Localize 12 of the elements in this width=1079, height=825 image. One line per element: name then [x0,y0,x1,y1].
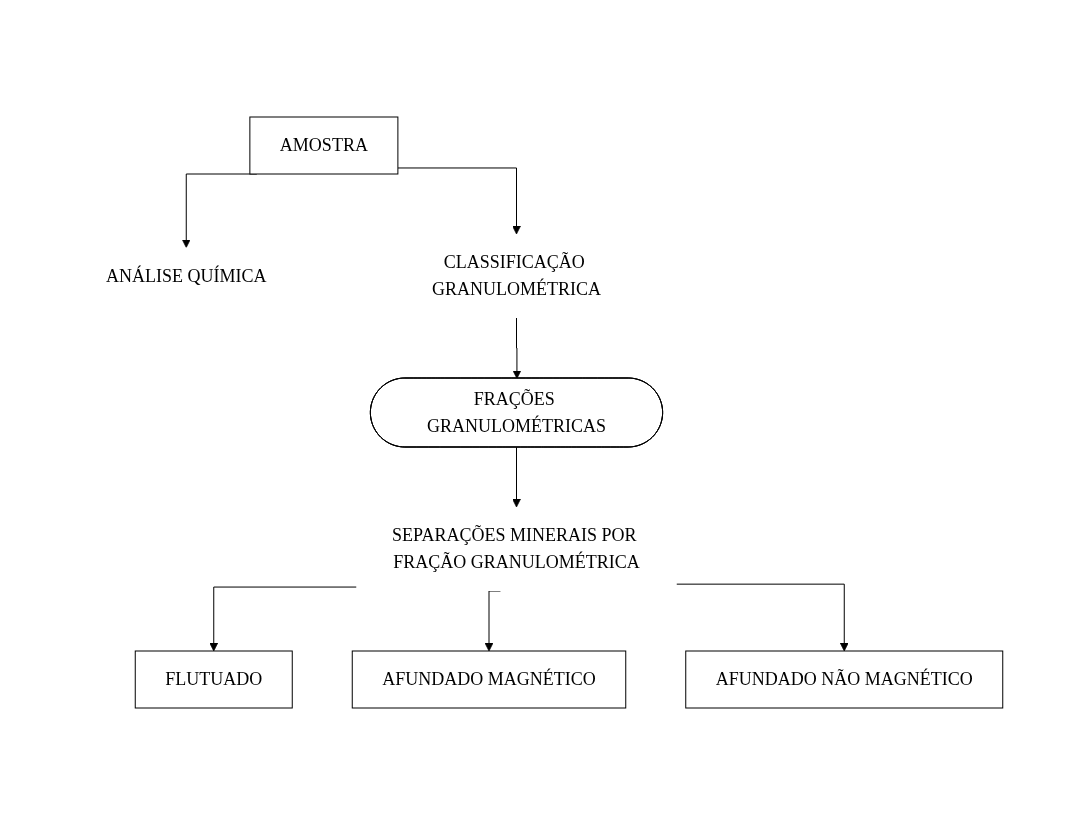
arrow [512,447,522,508]
arrow [397,167,522,235]
node-box: FLUTUADO [134,650,293,709]
node-box: AFUNDADO MAGNÉTICO [351,650,627,709]
arrow [512,317,522,379]
arrow [676,583,849,652]
node-text: ANÁLISE QUÍMICA [106,265,267,286]
node-box: AFUNDADO NÃO MAGNÉTICO [685,650,1004,709]
arrow [209,586,358,652]
node-text: CLASSIFICAÇÃO GRANULOMÉTRICA [432,252,602,299]
node-box: AMOSTRA [249,116,399,175]
node-text: SEPARAÇÕES MINERAIS POR FRAÇÃO GRANULOMÉTRICA [392,525,640,572]
